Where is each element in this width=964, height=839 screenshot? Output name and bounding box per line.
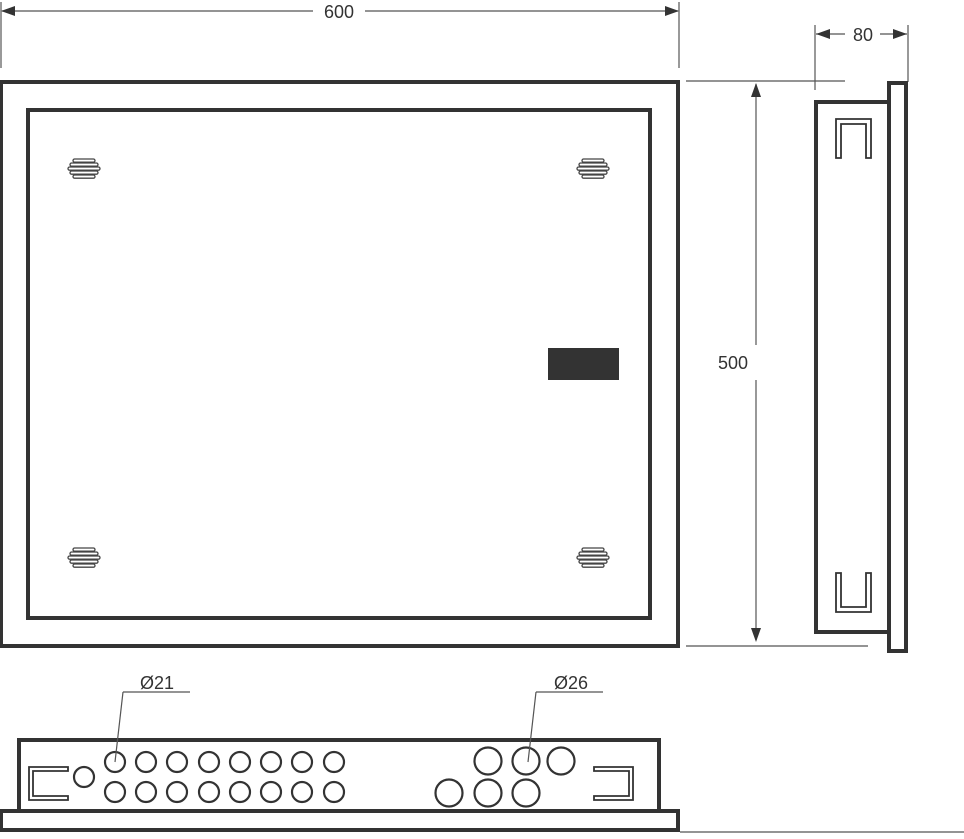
bottom-flange — [0, 809, 680, 832]
large-hole-label: Ø26 — [554, 673, 588, 693]
vent-icon — [576, 547, 610, 568]
arrow-left-icon — [816, 29, 830, 39]
bottom-view: Ø21 Ø26 — [0, 673, 964, 833]
vent-icon — [67, 547, 101, 568]
large-holes-grid — [434, 746, 576, 808]
bottom-body — [17, 738, 661, 811]
arrow-down-icon — [751, 628, 761, 642]
depth-label: 80 — [853, 25, 873, 45]
mounting-clip-left — [28, 766, 69, 801]
mounting-clip-bottom — [835, 572, 872, 613]
height-label: 500 — [718, 353, 748, 373]
small-hole-label: Ø21 — [140, 673, 174, 693]
large-hole-callout: Ø26 — [527, 673, 603, 763]
mounting-clip-right — [593, 766, 634, 801]
outer-frame — [0, 80, 680, 648]
side-flange — [887, 81, 908, 653]
arrow-left-icon — [1, 6, 15, 16]
width-dimension: 600 — [0, 2, 680, 68]
door-panel — [26, 108, 652, 620]
small-hole-callout: Ø21 — [114, 673, 190, 763]
door-lock — [548, 348, 619, 380]
height-dimension: 500 — [686, 80, 868, 647]
arrow-right-icon — [665, 6, 679, 16]
knockout-hole — [72, 765, 96, 789]
side-body — [814, 100, 891, 634]
width-label: 600 — [324, 2, 354, 22]
mounting-clip-top — [835, 118, 872, 159]
arrow-up-icon — [751, 83, 761, 97]
side-view — [814, 81, 908, 653]
vent-icon — [576, 158, 610, 179]
depth-dimension: 80 — [814, 25, 909, 90]
vent-icon — [67, 158, 101, 179]
arrow-right-icon — [893, 29, 907, 39]
front-view — [0, 80, 680, 648]
small-holes-grid — [103, 750, 346, 804]
